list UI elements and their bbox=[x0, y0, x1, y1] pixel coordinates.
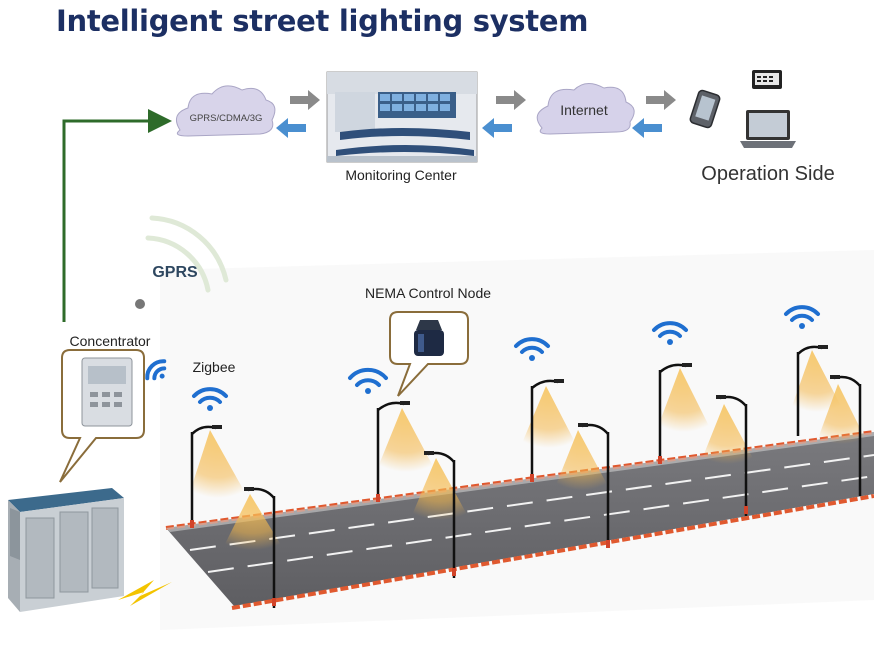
road bbox=[165, 430, 874, 610]
internet-cloud-icon: Internet bbox=[536, 83, 635, 135]
wifi-icon bbox=[145, 305, 820, 411]
lightning-icon bbox=[118, 580, 172, 606]
concentrator-meter-icon bbox=[81, 357, 133, 427]
gprs-signal-icon bbox=[135, 215, 229, 309]
road-markers bbox=[190, 456, 748, 606]
nema-node-icon bbox=[414, 320, 444, 356]
page-title: Intelligent street lighting system bbox=[56, 4, 589, 38]
monitoring-center-label: Monitoring Center bbox=[345, 167, 457, 183]
zigbee-label: Zigbee bbox=[193, 359, 236, 375]
substation-box-icon bbox=[8, 488, 124, 612]
arrow-pair-left bbox=[276, 90, 320, 138]
phone-icon bbox=[689, 89, 721, 129]
arrow-pair-right bbox=[632, 90, 676, 138]
operation-side-label: Operation Side bbox=[701, 163, 834, 185]
gprs-label: GPRS bbox=[152, 264, 198, 281]
lamp-heads bbox=[212, 345, 840, 491]
laptop-icon bbox=[740, 110, 796, 148]
link-line bbox=[62, 109, 172, 322]
arrow-pair-middle bbox=[482, 90, 526, 138]
tablet-icon bbox=[752, 70, 782, 89]
monitoring-center-photo bbox=[326, 71, 478, 163]
lamp-glows bbox=[188, 350, 868, 550]
gprs-cloud-icon: GPRS/CDMA/3G bbox=[175, 85, 276, 137]
gprs-cloud-label: GPRS/CDMA/3G bbox=[190, 113, 263, 124]
concentrator-label: Concentrator bbox=[70, 333, 151, 349]
internet-cloud-label: Internet bbox=[560, 102, 608, 118]
nema-label: NEMA Control Node bbox=[365, 285, 491, 301]
